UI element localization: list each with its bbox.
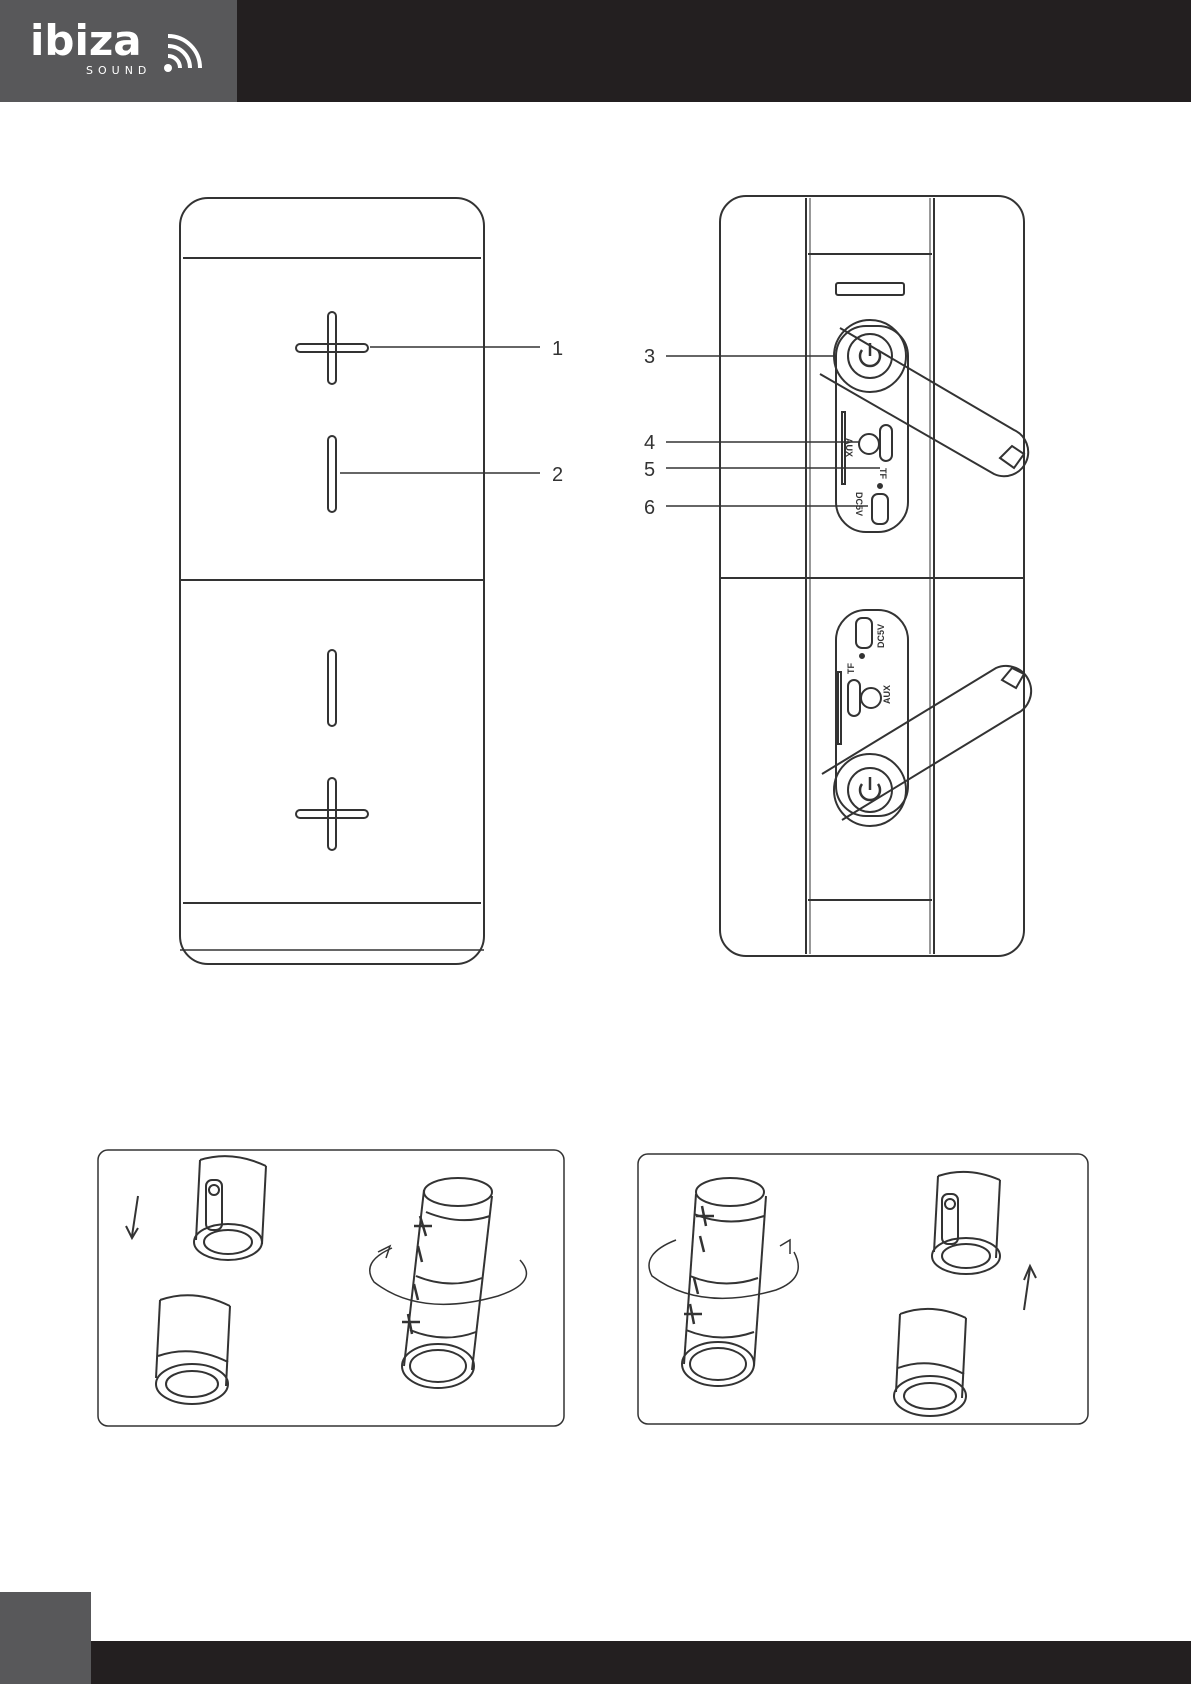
tf-label-upper: TF [878, 468, 888, 479]
footer-bar [91, 1641, 1191, 1684]
separation-panel-left [98, 1150, 564, 1426]
dc-label-lower: DC5V [876, 624, 886, 648]
callout-2: 2 [552, 464, 563, 486]
port-cover-lower [822, 666, 1031, 826]
aux-label-upper: AUX [844, 438, 854, 457]
speaker-side-view [720, 196, 1031, 956]
callout-1: 1 [552, 338, 563, 360]
callout-6: 6 [644, 497, 655, 519]
callout-5: 5 [644, 459, 655, 481]
callout-4: 4 [644, 432, 655, 454]
callout-3: 3 [644, 346, 655, 368]
separation-panel-right [638, 1154, 1088, 1424]
dc-label-upper: DC5V [854, 492, 864, 516]
aux-label-lower: AUX [882, 685, 892, 704]
tf-label-lower: TF [846, 663, 856, 674]
footer-page-tab [0, 1592, 91, 1684]
volume-up-button [296, 312, 368, 384]
volume-down-button [328, 436, 336, 512]
speaker-front-view [180, 198, 484, 964]
